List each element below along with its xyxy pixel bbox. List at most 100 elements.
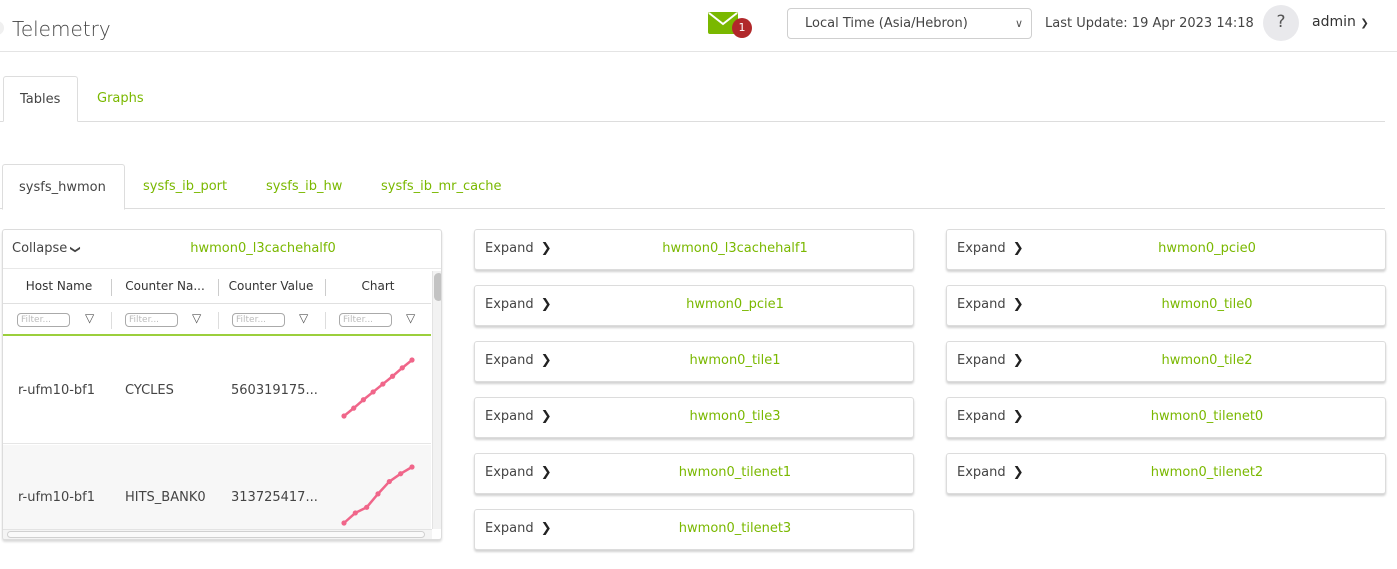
counters-table: Host Name Counter Na... Counter Value Ch… [3, 270, 431, 539]
expand-label: Expand [485, 521, 534, 536]
counter-panel[interactable]: Expand ❯ hwmon0_tile1 [474, 341, 914, 382]
tab-sysfs-ib-mr-cache[interactable]: sysfs_ib_mr_cache [381, 179, 502, 194]
sparkline-point [389, 373, 396, 379]
table-header: Host Name Counter Na... Counter Value Ch… [3, 270, 431, 304]
expand-toggle[interactable]: Expand ❯ [957, 409, 1024, 424]
column-divider [218, 279, 219, 296]
sparkline-point [364, 504, 370, 510]
filter-row: Filter... ▽ Filter... ▽ Filter... ▽ Filt… [3, 304, 431, 336]
notifications-button[interactable]: 1 [708, 12, 752, 38]
expand-label: Expand [957, 241, 1006, 256]
counter-panel[interactable]: Expand ❯ hwmon0_tilenet0 [946, 397, 1386, 438]
column-header-counter-value[interactable]: Counter Value [228, 279, 314, 293]
sparkline-point [351, 405, 357, 411]
chevron-right-icon: ❯ [540, 241, 552, 256]
sparkline-point [360, 397, 367, 403]
expand-toggle[interactable]: Expand ❯ [485, 521, 552, 536]
expand-toggle[interactable]: Expand ❯ [485, 465, 552, 480]
counter-panel[interactable]: Expand ❯ hwmon0_pcie0 [946, 229, 1386, 270]
column-divider [218, 312, 219, 329]
counter-panel[interactable]: Expand ❯ hwmon0_tilenet1 [474, 453, 914, 494]
chevron-right-icon: ❯ [1012, 409, 1024, 424]
funnel-icon[interactable]: ▽ [192, 311, 202, 325]
panel-title: hwmon0_l3cachehalf1 [662, 241, 808, 256]
chevron-right-icon: ❯ [540, 297, 552, 312]
scrollbar-thumb[interactable] [7, 531, 425, 538]
sparkline-point [341, 520, 347, 526]
main-tabs: Tables Graphs [0, 76, 1385, 122]
tab-sysfs-ib-port[interactable]: sysfs_ib_port [143, 179, 228, 194]
counter-panel[interactable]: Expand ❯ hwmon0_tile2 [946, 341, 1386, 382]
expand-label: Expand [957, 465, 1006, 480]
logo-icon [0, 21, 4, 35]
expand-label: Expand [957, 409, 1006, 424]
table-row[interactable]: r-ufm10-bf1 CYCLES 560319175... [3, 338, 431, 444]
chevron-right-icon: ❯ [1012, 353, 1024, 368]
expand-toggle[interactable]: Expand ❯ [485, 241, 552, 256]
sparkline-point [341, 413, 347, 419]
tab-sysfs-hwmon[interactable]: sysfs_hwmon [2, 164, 125, 210]
filter-input-chart[interactable]: Filter... [339, 313, 392, 327]
top-header: Telemetry 1 Local Time (Asia/Hebron) ∨ L… [0, 0, 1397, 52]
counter-panel[interactable]: Expand ❯ hwmon0_tile3 [474, 397, 914, 438]
sparkline-chart [341, 464, 415, 526]
counter-panel[interactable]: Expand ❯ hwmon0_l3cachehalf1 [474, 229, 914, 270]
expand-toggle[interactable]: Expand ❯ [485, 409, 552, 424]
column-header-chart[interactable]: Chart [361, 279, 395, 293]
expand-toggle[interactable]: Expand ❯ [485, 297, 552, 312]
page-title: Telemetry [12, 17, 111, 41]
expand-label: Expand [957, 353, 1006, 368]
expand-toggle[interactable]: Expand ❯ [957, 241, 1024, 256]
sparkline-point [375, 491, 381, 497]
chevron-right-icon: ❯ [540, 521, 552, 536]
tab-graphs[interactable]: Graphs [97, 91, 144, 106]
vertical-scrollbar[interactable] [432, 271, 441, 529]
cell-counter-name: CYCLES [125, 383, 174, 398]
expand-toggle[interactable]: Expand ❯ [957, 353, 1024, 368]
sparkline-point [386, 478, 392, 485]
tab-sysfs-ib-hw[interactable]: sysfs_ib_hw [266, 179, 343, 194]
expand-toggle[interactable]: Expand ❯ [957, 465, 1024, 480]
funnel-icon[interactable]: ▽ [299, 311, 309, 325]
expand-toggle[interactable]: Expand ❯ [485, 353, 552, 368]
cell-counter-value: 313725417... [231, 490, 318, 505]
chevron-right-icon: ❯ [540, 465, 552, 480]
filter-input-host-name[interactable]: Filter... [17, 313, 70, 327]
table-row[interactable]: r-ufm10-bf1 HITS_BANK0 313725417... [3, 445, 431, 539]
counter-panel[interactable]: Expand ❯ hwmon0_tilenet3 [474, 509, 914, 550]
notification-count-badge: 1 [732, 18, 752, 38]
column-header-counter-name[interactable]: Counter Na... [125, 279, 205, 293]
panel-title: hwmon0_tilenet1 [678, 465, 792, 480]
collapse-toggle[interactable]: Collapse ❯ [12, 241, 81, 256]
chevron-right-icon: ❯ [540, 409, 552, 424]
help-button[interactable]: ? [1263, 5, 1299, 41]
scrollbar-thumb[interactable] [434, 273, 441, 301]
timezone-select[interactable]: Local Time (Asia/Hebron) ∨ [787, 8, 1032, 39]
timezone-value: Local Time (Asia/Hebron) [805, 16, 968, 31]
user-menu[interactable]: admin ❯ [1312, 14, 1369, 30]
tab-tables[interactable]: Tables [3, 76, 78, 122]
chevron-right-icon: ❯ [1012, 297, 1024, 312]
cell-counter-name: HITS_BANK0 [125, 490, 206, 505]
expand-label: Expand [485, 297, 534, 312]
counter-panel[interactable]: Expand ❯ hwmon0_pcie1 [474, 285, 914, 326]
funnel-icon[interactable]: ▽ [85, 311, 95, 325]
panel-title: hwmon0_pcie1 [686, 297, 784, 312]
sparkline-point [398, 471, 404, 477]
sparkline-point [370, 389, 376, 395]
counter-panel-expanded: Collapse ❯ hwmon0_l3cachehalf0 Host Name… [2, 229, 442, 540]
sparkline-point [352, 510, 358, 516]
horizontal-scrollbar[interactable] [3, 529, 432, 539]
panel-header[interactable]: Collapse ❯ hwmon0_l3cachehalf0 [3, 230, 441, 269]
column-divider [111, 279, 112, 296]
column-header-host-name[interactable]: Host Name [25, 279, 93, 293]
filter-input-counter-name[interactable]: Filter... [125, 313, 178, 327]
funnel-icon[interactable]: ▽ [406, 311, 416, 325]
expand-toggle[interactable]: Expand ❯ [957, 297, 1024, 312]
panel-title: hwmon0_tile3 [689, 409, 781, 424]
counter-panel[interactable]: Expand ❯ hwmon0_tile0 [946, 285, 1386, 326]
filter-input-counter-value[interactable]: Filter... [232, 313, 285, 327]
chevron-down-icon: ∨ [1014, 17, 1023, 30]
panel-title: hwmon0_l3cachehalf0 [190, 241, 336, 256]
counter-panel[interactable]: Expand ❯ hwmon0_tilenet2 [946, 453, 1386, 494]
